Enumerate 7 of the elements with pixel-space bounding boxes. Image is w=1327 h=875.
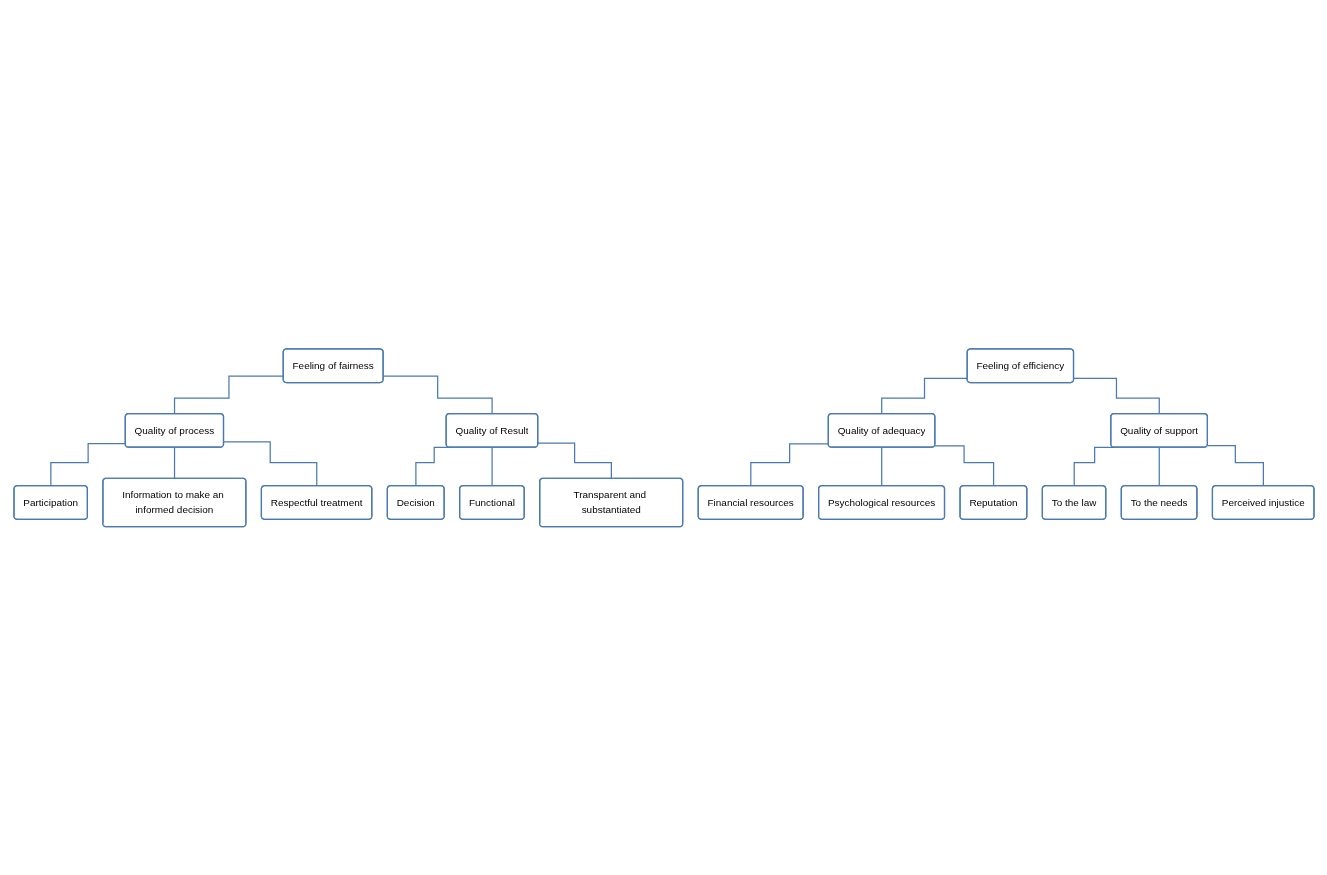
connector	[1206, 444, 1264, 487]
connector	[1158, 446, 1160, 487]
connector	[173, 446, 175, 479]
connector	[880, 446, 882, 487]
connector	[382, 375, 493, 415]
connector	[490, 446, 493, 487]
connector	[933, 445, 994, 487]
